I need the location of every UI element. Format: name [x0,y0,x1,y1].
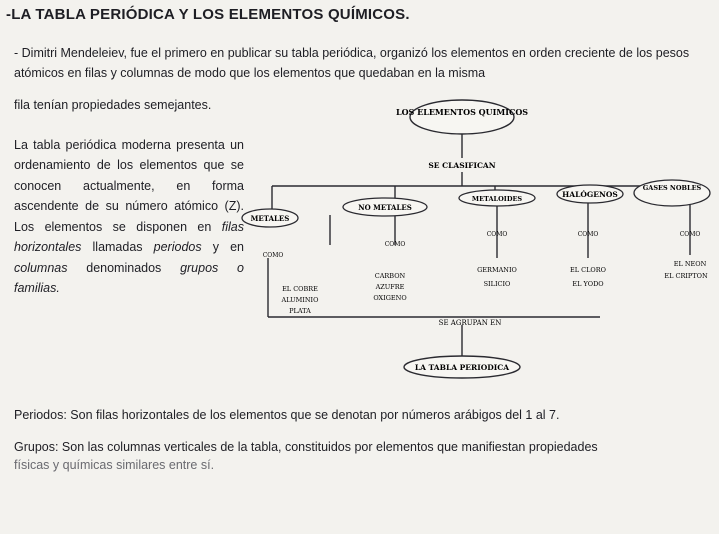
node-label: LA TABLA PERIODICA [415,363,509,372]
text-run: y en [201,240,244,254]
definition-grupos-continued: físicas y químicas similares entre sí. [14,458,215,472]
connector-lines [267,125,691,360]
examples-metaloides: GERMANIO SILICIO [477,266,517,288]
example-item: EL COBRE [282,285,318,293]
left-column-text: fila tenían propiedades semejantes. La t… [14,95,244,318]
node-no-metales: NO METALES [342,197,428,217]
example-item: ALUMINIO [281,296,319,304]
emphasis-filas: filas horizontales [14,219,244,255]
example-item: AZUFRE [375,283,405,291]
definition-grupos: Grupos: Son las columnas verticales de l… [14,440,598,454]
example-item: GERMANIO [477,266,517,274]
node-label: METALOIDES [472,195,523,203]
paragraph-tabla-moderna: La tabla periódica moderna presenta un o… [14,135,244,299]
emphasis-periodos: periodos [153,240,202,254]
page-title: -LA TABLA PERIÓDICA Y LOS ELEMENTOS QUÍM… [6,6,410,23]
example-item: EL CRIPTON [664,272,708,280]
node-metales: METALES [241,208,299,228]
label-como-gases: COMO [680,231,701,238]
example-item: PLATA [289,307,311,315]
definitions: Periodos: Son filas horizontales de los … [14,405,719,487]
text-run: denominados [67,260,181,275]
example-item: CARBON [375,272,406,280]
examples-no-metales: CARBON AZUFRE OXIGENO [373,272,406,302]
examples-halogenos: EL CLORO EL YODO [570,266,606,288]
node-label: NO METALES [358,203,412,212]
label-como-halogenos: COMO [578,231,599,238]
label-como-metaloides: COMO [487,231,508,238]
text-run: La tabla periódica moderna presenta un o… [14,137,244,234]
examples-metales: EL COBRE ALUMINIO PLATA [281,285,319,315]
definition-periodos: Periodos: Son filas horizontales de los … [14,408,560,422]
example-item: EL NEON [674,260,707,268]
node-label: LOS ELEMENTOS QUIMICOS [396,107,528,117]
node-gases-nobles: GASES NOBLES [633,179,711,207]
node-label: METALES [251,214,290,223]
emphasis-columnas: columnas [14,260,68,275]
example-item: OXIGENO [373,294,406,302]
example-item: EL CLORO [570,266,606,274]
examples-gases: EL NEON EL CRIPTON [664,260,708,280]
example-item: EL YODO [572,280,603,288]
node-label: HALÓGENOS [562,190,618,199]
node-metaloides: METALOIDES [458,189,536,207]
node-elementos-quimicos: LOS ELEMENTOS QUIMICOS [396,99,528,135]
text-run: llamadas [81,240,154,254]
label-como-metales: COMO [263,252,284,259]
label-se-clasifican: SE CLASIFICAN [428,161,495,170]
node-label: GASES NOBLES [643,184,702,192]
intro-paragraph: - Dimitri Mendeleiev, fue el primero en … [14,46,690,80]
label-se-agrupan: SE AGRUPAN EN [439,319,502,327]
label-como-no-metales: COMO [385,241,406,248]
node-tabla-periodica: LA TABLA PERIODICA [403,355,521,379]
paragraph-fila: fila tenían propiedades semejantes. [14,98,212,112]
example-item: SILICIO [484,280,511,288]
emphasis-grupos: grupos o familias. [14,260,244,296]
node-halogenos: HALÓGENOS [556,184,624,204]
